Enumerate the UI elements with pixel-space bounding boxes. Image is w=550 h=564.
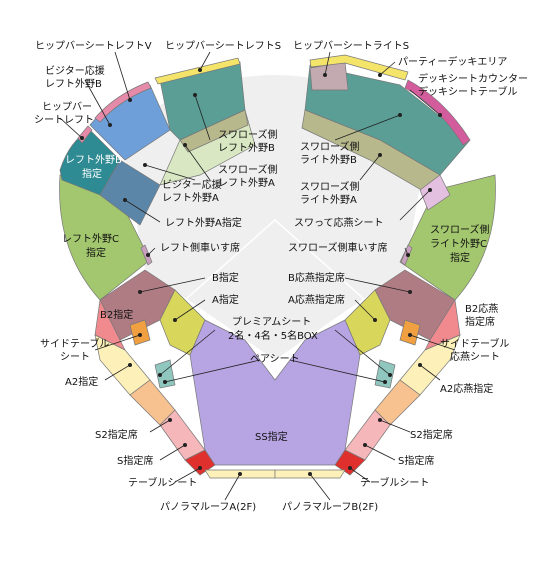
label-a2-cheer: A2応燕指定 — [440, 382, 493, 395]
label-panorama-b: パノラマルーフB(2F) — [282, 501, 378, 513]
side-table-cheer-section[interactable] — [399, 319, 421, 346]
hip-bar-right-s-section[interactable] — [309, 54, 409, 81]
label-swallows-left-a-2: レフト外野A — [218, 177, 275, 189]
label-deck-counter-1: デッキシートカウンター — [418, 72, 528, 85]
label-swallows-left-b-1: スワローズ側 — [218, 128, 278, 141]
label-s-right: S指定席 — [398, 454, 434, 467]
label-ss-reserved: SS指定 — [255, 430, 288, 443]
label-hip-bar-left-s: ヒップバーシートレフトS — [165, 40, 281, 52]
swallows-left-b-olive[interactable] — [179, 109, 249, 153]
label-swallows-left-b-2: レフト外野B — [218, 142, 275, 154]
label-s2-left: S2指定席 — [95, 428, 138, 441]
side-table-section[interactable] — [129, 319, 151, 346]
label-s-left: S指定席 — [117, 454, 153, 467]
label-swallows-right-c-2: ライト外野C — [430, 238, 487, 250]
label-swallows-right-a-2: ライト外野A — [300, 194, 357, 206]
label-premium-2: 2名・4名・5名BOX — [228, 329, 318, 342]
label-premium-1: プレミアムシート — [232, 316, 311, 328]
label-swallows-left-a-1: スワローズ側 — [218, 163, 278, 176]
label-swatte-cheer: スワって応燕シート — [294, 216, 384, 229]
label-swallows-right-c-3: 指定 — [450, 251, 470, 264]
label-side-table-cheer-2: 応燕シート — [450, 350, 500, 363]
swatte-cheer-section[interactable] — [419, 174, 451, 211]
label-table-left: テーブルシート — [128, 476, 197, 489]
label-a2-reserved: A2指定 — [65, 375, 98, 388]
label-a-cheer: A応燕指定席 — [288, 293, 345, 306]
label-swallows-right-b-1: スワローズ側 — [300, 140, 360, 153]
label-visitor-a-2: レフト外野A — [162, 192, 219, 204]
label-hip-bar-left-2: シートレフト — [34, 115, 94, 126]
label-left-wheelchair: レフト側車いす席 — [160, 241, 240, 254]
label-deck-counter-2: デッキシートテーブル — [418, 85, 517, 98]
label-left-outfield-c-1: レフト外野C — [62, 233, 119, 245]
label-visitor-b-2: レフト外野B — [45, 78, 102, 90]
label-b2-reserved: B2指定 — [100, 308, 133, 321]
label-side-table-1: サイドテーブル — [40, 337, 109, 350]
swallows-left-b-section[interactable] — [159, 61, 246, 141]
label-party-deck: パーティーデッキエリア — [398, 55, 507, 68]
label-swallows-wheelchair: スワローズ側車いす席 — [288, 241, 388, 254]
label-table-right: テーブルシート — [360, 476, 429, 489]
label-b2-cheer-1: B2応燕 — [465, 302, 498, 315]
left-outfield-c-section[interactable] — [59, 174, 151, 301]
hip-bar-left-v-section[interactable] — [94, 81, 152, 123]
label-swallows-right-a-1: スワローズ側 — [300, 180, 360, 193]
label-hip-bar-left-1: ヒップバー — [42, 101, 92, 113]
hip-bar-left-s-section[interactable] — [154, 57, 241, 85]
label-hip-bar-left-v: ヒップバーシートレフトV — [35, 40, 152, 52]
label-left-outfield-a-reserved: レフト外野A指定 — [165, 216, 242, 229]
label-hip-bar-right-s: ヒップバーシートライトS — [293, 40, 409, 52]
label-b2-cheer-2: 指定席 — [465, 315, 495, 328]
swallows-right-c-section[interactable] — [399, 174, 496, 301]
label-visitor-b-1: ビジター応援 — [45, 64, 105, 77]
label-s2-right: S2指定席 — [410, 428, 453, 441]
leader-lines — [59, 51, 456, 501]
label-left-outfield-c-2: 指定 — [86, 246, 106, 259]
ss-reserved-section[interactable] — [189, 319, 361, 466]
label-swallows-right-c-1: スワローズ側 — [430, 223, 490, 236]
label-b-cheer: B応燕指定席 — [288, 271, 345, 284]
label-side-table-cheer-1: サイドテーブル — [440, 337, 509, 350]
label-b-reserved: B指定 — [212, 271, 239, 284]
label-a-reserved: A指定 — [212, 293, 239, 306]
label-swallows-right-b-2: ライト外野B — [300, 154, 357, 166]
label-visitor-a-1: ビジター応援 — [162, 178, 222, 191]
section-labels: ヒップバーシートレフトV ヒップバーシートレフトS ヒップバーシートライトS パ… — [34, 40, 528, 513]
label-panorama-a: パノラマルーフA(2F) — [160, 501, 256, 513]
label-pair-seat: ペアシート — [250, 354, 300, 365]
label-left-outfield-b-2: 指定 — [82, 167, 102, 180]
label-side-table-2: シート — [60, 352, 90, 363]
label-left-outfield-b-1: レフト外野B — [65, 154, 122, 166]
